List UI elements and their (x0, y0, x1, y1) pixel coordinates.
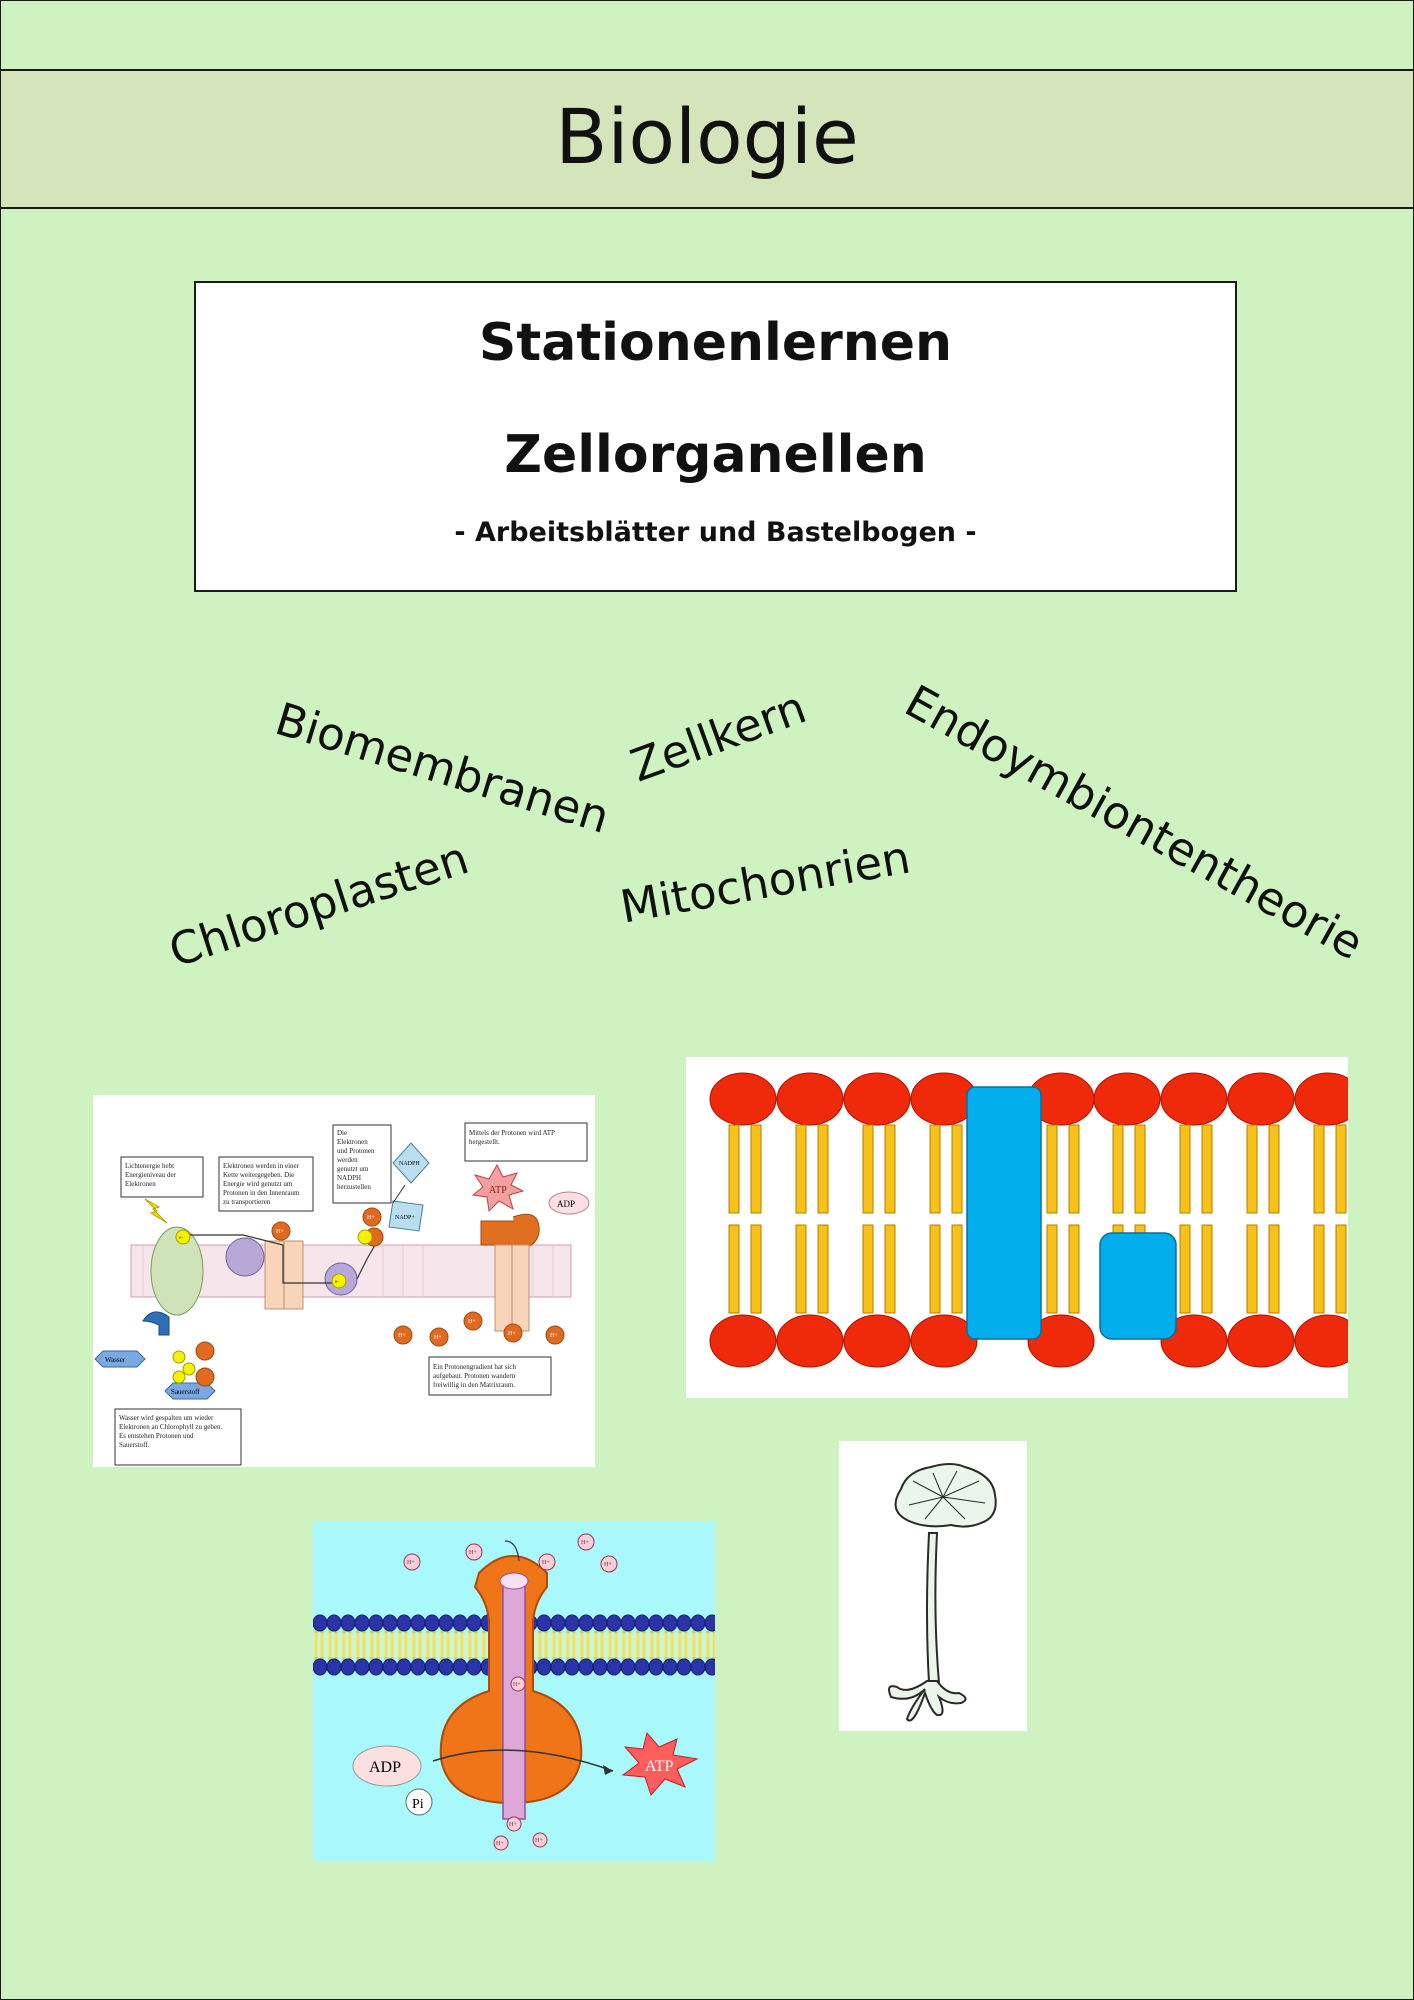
h-label-3: H+ (398, 1333, 406, 1339)
h-label-5: H+ (468, 1319, 476, 1325)
e-label-1: e- (179, 1236, 183, 1241)
water-text-2: Es entstehen Protonen und (119, 1432, 194, 1440)
nadph-text-6: herzustellen (337, 1183, 371, 1191)
nadp-label: NADP+ (395, 1215, 415, 1221)
atp-synthase-diagram: ADP Pi ATP H+ H+ H+ H+ H+ H+ H+ H+ H+ (312, 1521, 720, 1861)
light-text-0: Lichtenergie hebt (125, 1162, 174, 1170)
light-text-1: Energieniveau der (125, 1171, 177, 1179)
biomembrane-diagram (686, 1057, 1362, 1398)
h-label-a: H+ (407, 1560, 415, 1566)
nadph-text-4: genutzt um (337, 1165, 369, 1173)
nadph-text-2: und Protonen (337, 1147, 375, 1155)
topic-mitochondrien: Mitochonrien (616, 830, 915, 934)
nadph-text-5: NADPH (337, 1174, 361, 1182)
h-label-d: H+ (581, 1540, 589, 1546)
h-label-f: H+ (513, 1682, 521, 1688)
title-subtitle: - Arbeitsblätter und Bastelbogen - (454, 517, 977, 548)
water-label: Wasser (105, 1356, 126, 1364)
light-text-2: Elektronen (125, 1180, 156, 1188)
subject-title: Biologie (555, 92, 859, 181)
title-line-1: Stationenlernen (478, 313, 953, 373)
adp-label: ADP (369, 1759, 401, 1776)
h-label-h: H+ (496, 1841, 504, 1847)
h-label-b: H+ (469, 1550, 477, 1556)
topic-chloroplasten: Chloroplasten (162, 831, 475, 978)
h-label-7: H+ (550, 1333, 558, 1339)
electrons-text-4: zu transportieren (223, 1198, 271, 1206)
topic-biomembranen: Biomembranen (269, 692, 616, 844)
h-label-g: H+ (509, 1822, 517, 1828)
electrons-text-2: Energie wird genutzt um (223, 1180, 293, 1188)
atp-text-0: Mittels der Protonen wird ATP (469, 1129, 555, 1137)
h-label-i: H+ (535, 1838, 543, 1844)
h-label-1: H+ (276, 1229, 284, 1235)
photosynthesis-diagram: Lichtenergie hebt Energieniveau der Elek… (93, 1095, 595, 1467)
gradient-text-0: Ein Protonengradient hat sich (433, 1363, 517, 1371)
atp-label: ATP (489, 1185, 507, 1196)
electrons-text-0: Elektronen werden in einer (223, 1162, 300, 1170)
e-label-2: e- (335, 1280, 339, 1285)
acetabularia-sketch (839, 1441, 1027, 1731)
atp-text-1: hergestellt. (469, 1138, 500, 1146)
gradient-text-2: freiwillig in den Matrixraum. (433, 1381, 515, 1389)
title-box: Stationenlernen Zellorganellen - Arbeits… (194, 281, 1237, 592)
nadph-text-0: Die (337, 1129, 347, 1137)
nadph-text-1: Elektronen (337, 1138, 368, 1146)
h-label-2: H+ (367, 1215, 375, 1221)
topic-endosymbiontentheorie: Endoymbiontentheorie (896, 674, 1373, 971)
water-text-1: Elektronen an Chlorophyll zu geben. (119, 1423, 222, 1431)
electrons-text-1: Kette weitergegeben. Die (223, 1171, 294, 1179)
oxygen-label: Sauerstoff (171, 1388, 200, 1396)
header-band: Biologie (1, 69, 1413, 209)
water-text-0: Wasser wird gespalten um wieder (119, 1414, 214, 1422)
h-label-6: H+ (508, 1331, 516, 1337)
h-label-e: H+ (604, 1562, 612, 1568)
nadph-label: NADPH (399, 1161, 420, 1167)
electrons-text-3: Protonen in den Innenraum (223, 1189, 300, 1197)
nadph-text-3: werden (337, 1156, 358, 1164)
topic-zellkern: Zellkern (623, 680, 813, 793)
lightning-icon (144, 1198, 168, 1224)
h-label-4: H+ (434, 1335, 442, 1341)
h-label-c: H+ (542, 1560, 550, 1566)
atp-star-icon (471, 1163, 525, 1213)
atp-star-icon (621, 1731, 699, 1796)
adp-label: ADP (557, 1199, 575, 1209)
pi-label: Pi (412, 1797, 424, 1812)
atp-label: ATP (645, 1758, 674, 1775)
title-line-2: Zellorganellen (504, 425, 927, 485)
gradient-text-1: aufgebaut. Protonen wandern (433, 1372, 516, 1380)
water-text-3: Sauerstoff. (119, 1441, 150, 1449)
